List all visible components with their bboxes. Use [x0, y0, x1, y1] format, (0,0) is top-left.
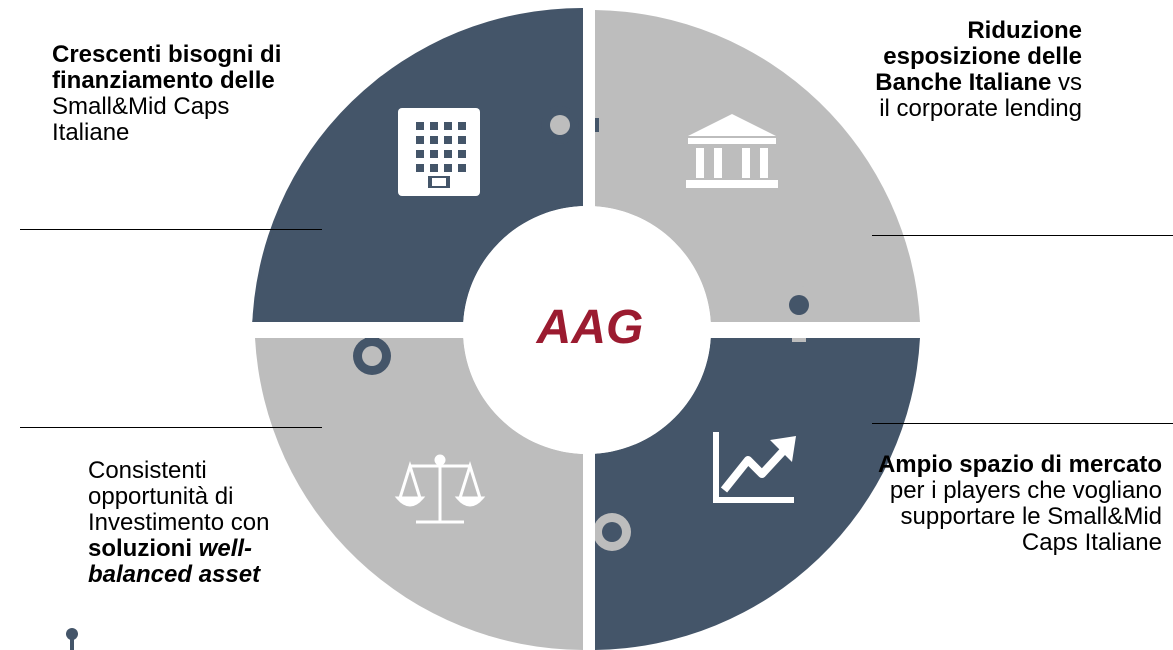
divider-top-right — [872, 235, 1173, 236]
pin-icon — [66, 628, 78, 650]
text-top-right-bold: Riduzione esposizione delle Banche Itali… — [875, 17, 1082, 96]
divider-bottom-right — [872, 423, 1173, 424]
bank-icon — [686, 114, 778, 188]
text-bottom-left-plain: Consistenti opportunità di Investimento … — [88, 457, 270, 536]
center-label: AAG — [536, 301, 644, 354]
text-top-right-plain: vs il corporate lending — [879, 69, 1082, 122]
scales-icon — [394, 454, 486, 524]
divider-bottom-left — [20, 427, 322, 428]
text-bottom-left-bold-italic: well-balanced asset — [88, 535, 261, 588]
trend-chart-icon — [713, 432, 796, 503]
text-top-left-plain: Small&Mid Caps Italiane — [52, 93, 230, 146]
text-bottom-right: Ampio spazio di mercato per i players ch… — [852, 452, 1162, 556]
text-bottom-left: Consistenti opportunità di Investimento … — [88, 458, 308, 588]
knob-top — [541, 106, 599, 144]
text-top-left-bold: Crescenti bisogni di finanziamento delle — [52, 41, 282, 94]
text-bottom-left-bold: soluzioni — [88, 535, 192, 562]
text-top-right: Riduzione esposizione delle Banche Itali… — [872, 18, 1082, 122]
text-top-left: Crescenti bisogni di finanziamento delle… — [52, 42, 292, 146]
building-icon — [398, 108, 480, 196]
divider-top-left — [20, 229, 322, 230]
text-bottom-right-plain: per i players che vogliano supportare le… — [889, 477, 1162, 556]
text-bottom-right-bold: Ampio spazio di mercato — [877, 451, 1162, 478]
